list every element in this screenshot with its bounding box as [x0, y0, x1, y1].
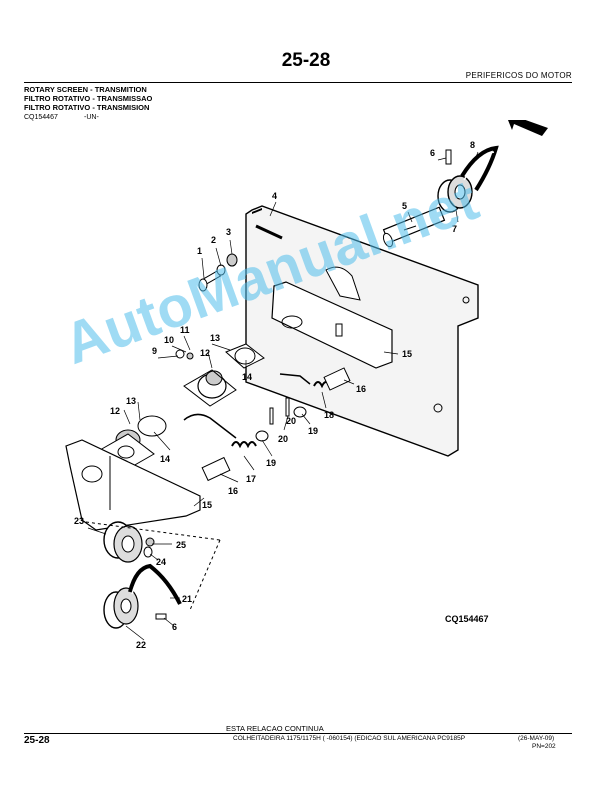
lower-pulley-22 [103, 563, 182, 629]
upper-spring [279, 367, 351, 391]
callout-2: 2 [211, 235, 216, 245]
figure-reference-code: CQ154467 [24, 114, 58, 121]
lower-pulley-23 [103, 521, 155, 563]
callout-18: 18 [324, 410, 334, 420]
page-number: 25-28 [281, 50, 331, 71]
callout-6b: 6 [172, 622, 177, 632]
footer-page-number: 25-28 [24, 735, 50, 746]
footer-pn: PN=202 [532, 743, 556, 750]
header-rule [24, 82, 572, 83]
callout-20b: 20 [278, 434, 288, 444]
callout-15: 15 [402, 349, 412, 359]
callout-3: 3 [226, 227, 231, 237]
continues-notice: ESTA RELACAO CONTINUA [226, 724, 324, 733]
figure-reference-suffix: -UN- [84, 114, 99, 121]
callout-13b: 13 [126, 396, 136, 406]
callout-1: 1 [197, 246, 202, 256]
bolt-nut-washer [198, 253, 238, 292]
footer-date: (26-MAY-09) [518, 735, 555, 742]
callout-6: 6 [430, 148, 435, 158]
callout-12b: 12 [110, 406, 120, 416]
callout-7: 7 [452, 224, 457, 234]
figure-code: CQ154467 [445, 614, 489, 624]
callout-4: 4 [272, 191, 277, 201]
key-6-upper [445, 149, 452, 165]
callout-20: 20 [286, 416, 296, 426]
shaft-5 [382, 206, 446, 248]
callout-11: 11 [180, 325, 190, 335]
callout-24: 24 [156, 557, 166, 567]
callout-14b: 14 [160, 454, 170, 464]
callout-5: 5 [402, 201, 407, 211]
lower-spring [183, 413, 257, 482]
footer-rule [24, 733, 572, 734]
title-portuguese: FILTRO ROTATIVO - TRANSMISSAO [24, 94, 153, 103]
callout-15b: 15 [202, 500, 212, 510]
callout-16: 16 [356, 384, 366, 394]
lower-bracket [65, 439, 201, 531]
exploded-parts-diagram: 1 2 3 4 5 6 7 8 9 10 11 12 13 14 15 16 1… [65, 120, 548, 650]
callout-17: 17 [246, 474, 256, 484]
upper-bearing-assembly [175, 343, 265, 407]
callout-19: 19 [308, 426, 318, 436]
callout-10: 10 [164, 335, 174, 345]
callout-13: 13 [210, 333, 220, 343]
title-spanish: FILTRO ROTATIVO - TRANSMISION [24, 103, 150, 112]
section-title: PERIFERICOS DO MOTOR [465, 71, 572, 80]
title-english: ROTARY SCREEN - TRANSMITION [24, 85, 147, 94]
callout-9: 9 [152, 346, 157, 356]
callout-19b: 19 [266, 458, 276, 468]
callout-25: 25 [176, 540, 186, 550]
callout-14: 14 [242, 372, 252, 382]
lower-bearing-assembly [99, 415, 167, 471]
upper-bracket [271, 281, 393, 369]
footer-publication: COLHEITADEIRA 1175/1175H ( -060154) (EDI… [233, 735, 466, 742]
callout-22: 22 [136, 640, 146, 650]
callout-12: 12 [200, 348, 210, 358]
direction-arrow [508, 120, 548, 136]
callout-21: 21 [182, 594, 192, 604]
callout-23: 23 [74, 516, 84, 526]
upper-pulley [437, 145, 499, 213]
callout-16b: 16 [228, 486, 238, 496]
callout-8: 8 [470, 140, 475, 150]
